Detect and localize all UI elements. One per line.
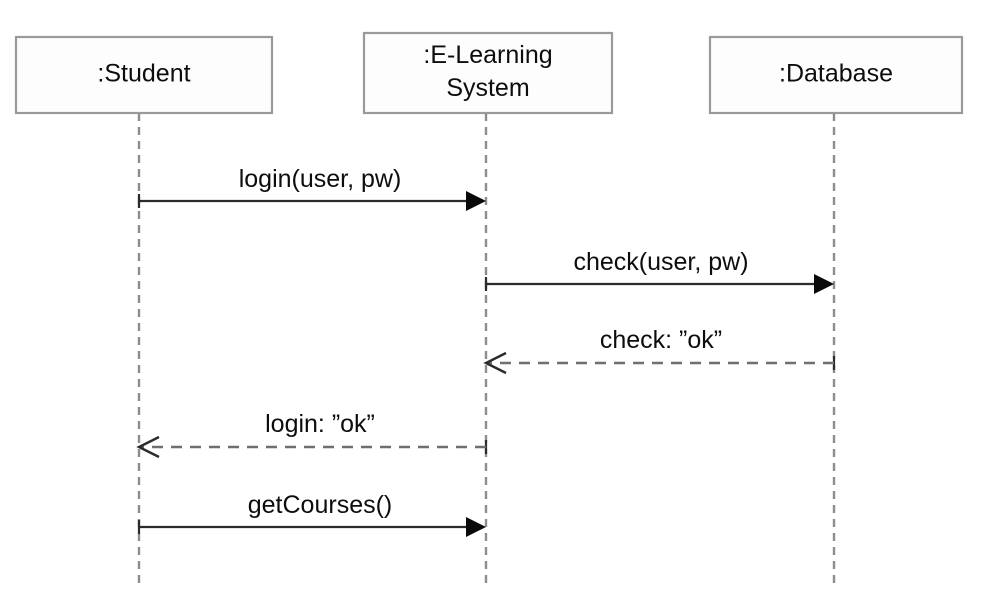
participant-box-student[interactable]: [14, 35, 274, 115]
message-arrowhead-msg-login: [466, 191, 486, 211]
message-msg-login[interactable]: login(user, pw): [137, 165, 486, 211]
message-arrowhead-msg-login-return: [136, 435, 160, 459]
message-label-msg-check-return: check: ”ok”: [600, 326, 722, 354]
participant-database[interactable]: :Database: [708, 35, 964, 115]
messages-layer: login(user, pw) check(user, pw) check: ”ok…: [136, 165, 836, 537]
participant-label-database: :Database: [779, 60, 893, 88]
participant-box-elearning-system[interactable]: [362, 31, 614, 115]
message-label-msg-login: login(user, pw): [239, 165, 402, 193]
message-label-msg-check: check(user, pw): [573, 248, 748, 276]
message-msg-login-return[interactable]: login: ”ok”: [136, 410, 488, 459]
message-label-msg-getcourses: getCourses(): [248, 491, 393, 519]
participant-label-student: :Student: [97, 60, 190, 88]
participant-box-database[interactable]: [708, 35, 964, 115]
message-arrowhead-msg-check: [814, 274, 834, 294]
participant-student[interactable]: :Student: [14, 35, 274, 115]
message-msg-check[interactable]: check(user, pw): [484, 248, 834, 294]
message-msg-getcourses[interactable]: getCourses(): [137, 491, 486, 537]
participant-label-elearning-system: System: [446, 74, 529, 102]
message-arrowhead-msg-getcourses: [466, 517, 486, 537]
participant-label-elearning-system: :E-Learning: [423, 41, 552, 69]
message-label-msg-login-return: login: ”ok”: [265, 410, 375, 438]
message-msg-check-return[interactable]: check: ”ok”: [483, 326, 836, 375]
message-arrowhead-msg-check-return: [483, 351, 507, 375]
